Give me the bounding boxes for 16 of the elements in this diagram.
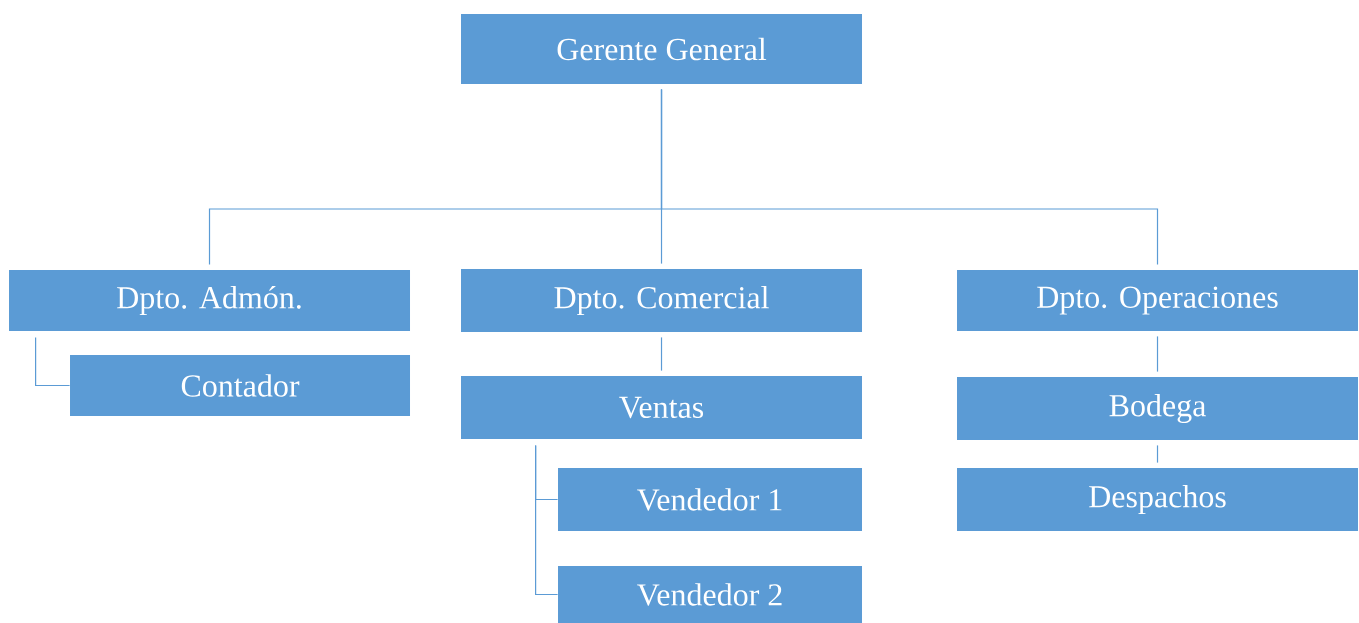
org-box: Gerente General bbox=[461, 14, 862, 84]
org-box: Dpto. Comercial bbox=[461, 269, 862, 332]
connector-line bbox=[535, 444, 559, 596]
connector-line bbox=[1156, 444, 1159, 464]
connector-line bbox=[660, 88, 1159, 266]
org-box: Dpto. Operaciones bbox=[957, 270, 1358, 331]
org-box: Vendedor 2 bbox=[558, 566, 862, 623]
org-box: Contador bbox=[70, 355, 410, 416]
org-box: Dpto. Admón. bbox=[9, 270, 410, 331]
org-box: Bodega bbox=[957, 377, 1358, 440]
connector-line bbox=[660, 336, 663, 372]
connector-line bbox=[1156, 335, 1159, 373]
org-box: Vendedor 1 bbox=[558, 468, 862, 531]
org-box: Despachos bbox=[957, 468, 1358, 531]
connector-line bbox=[35, 336, 71, 387]
org-box: Ventas bbox=[461, 376, 862, 439]
